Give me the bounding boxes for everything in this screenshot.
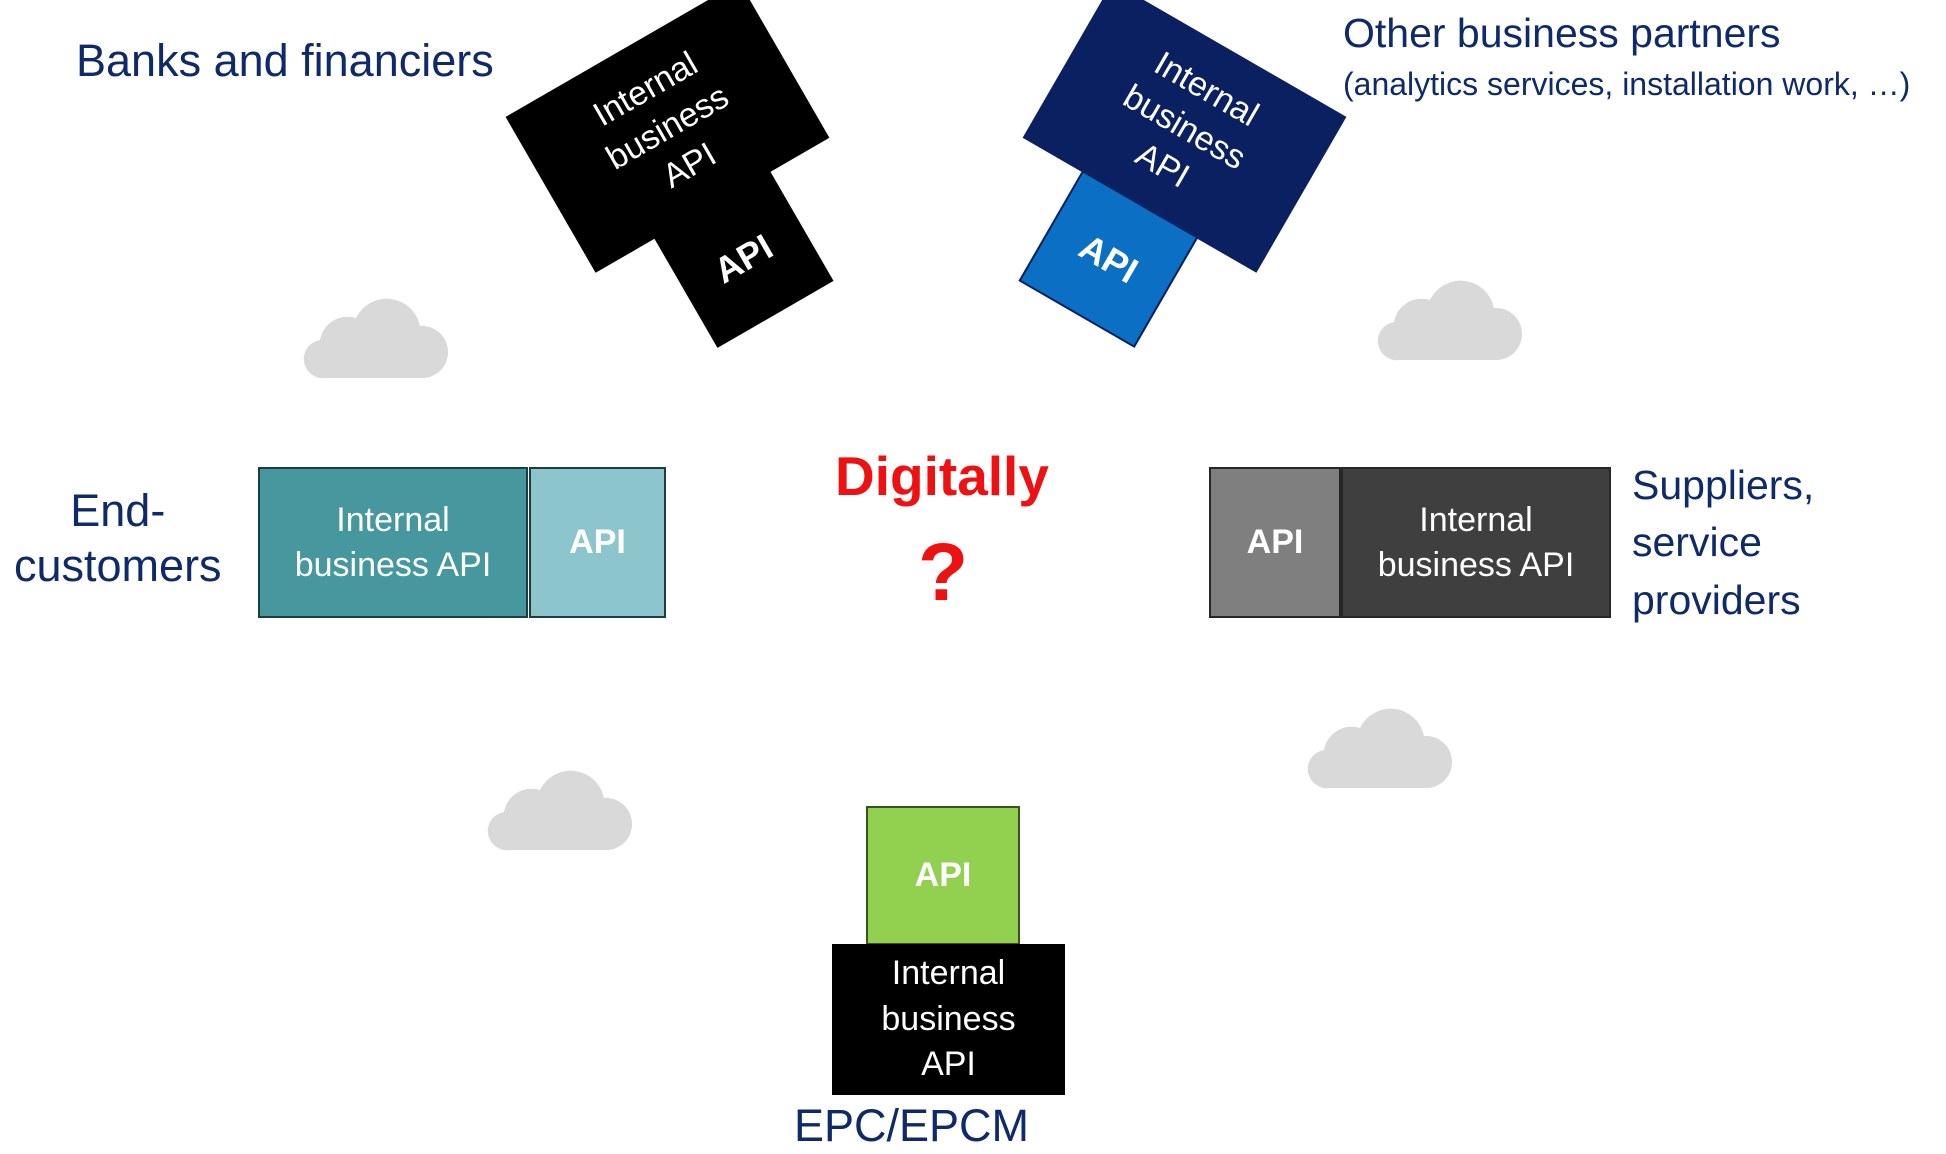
end-customers-internal-business-api: Internal business API <box>258 467 528 618</box>
end-customers-label: End- customers <box>14 485 222 591</box>
cloud-icon <box>303 298 449 379</box>
suppliers-api: API <box>1209 467 1341 618</box>
suppliers-label: Suppliers, service providers <box>1632 462 1815 623</box>
cloud-icon <box>1377 280 1523 361</box>
suppliers-internal-business-api: Internal business API <box>1341 467 1611 618</box>
question-mark: ? <box>918 527 969 618</box>
partners-subtitle: (analytics services, installation work, … <box>1343 66 1911 102</box>
digitally-label: Digitally <box>835 445 1049 507</box>
banks-label: Banks and financiers <box>76 35 494 86</box>
partners-node: Internal business API API <box>958 0 1357 385</box>
end-customers-api: API <box>529 467 666 618</box>
banks-node: Internal business API API <box>496 0 895 385</box>
cloud-icon <box>487 770 633 851</box>
epc-label: EPC/EPCM <box>794 1100 1030 1151</box>
epc-api: API <box>866 806 1020 945</box>
partners-title: Other business partners <box>1343 10 1781 56</box>
epc-internal-business-api: Internal business API <box>832 944 1065 1095</box>
cloud-icon <box>1307 708 1453 789</box>
